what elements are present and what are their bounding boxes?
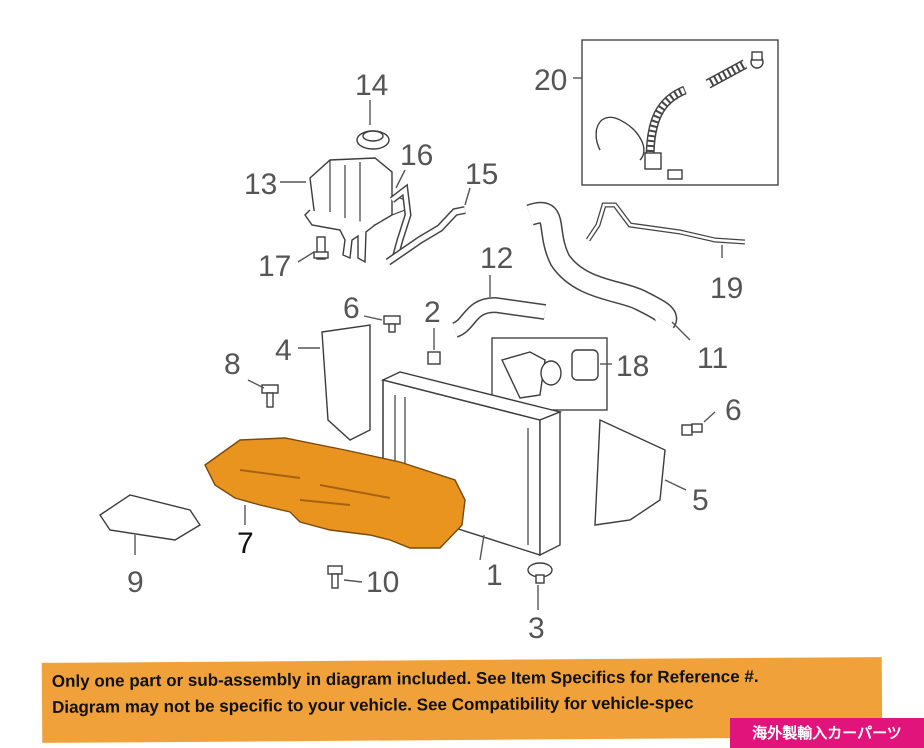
callout-10: 10 <box>366 566 399 599</box>
callout-18: 18 <box>616 350 649 383</box>
callout-20: 20 <box>534 64 567 97</box>
callout-15: 15 <box>465 158 498 191</box>
callout-17: 17 <box>258 250 291 283</box>
callout-16: 16 <box>400 139 433 172</box>
part-4-baffle <box>321 324 371 441</box>
callout-14: 14 <box>355 69 388 102</box>
part-3-grommet <box>527 562 553 584</box>
part-11-hose <box>526 201 678 329</box>
part-14-cap <box>356 130 390 150</box>
callout-6a: 6 <box>343 292 360 325</box>
callout-7: 7 <box>237 527 254 560</box>
part-5-baffle <box>594 418 666 526</box>
callout-2: 2 <box>424 296 441 329</box>
callout-4: 4 <box>275 334 292 367</box>
part-17-sensor <box>313 236 329 260</box>
part-19-line <box>585 202 746 245</box>
callout-13: 13 <box>244 168 277 201</box>
part-12-hose <box>451 296 547 338</box>
callout-1: 1 <box>486 559 503 592</box>
part-18-thermostat-kit <box>491 337 608 411</box>
part-2-plug <box>427 351 441 365</box>
callout-6b: 6 <box>725 394 742 427</box>
callout-8: 8 <box>224 348 241 381</box>
part-6a-clip <box>383 315 401 333</box>
part-20-hose-kit <box>581 39 779 186</box>
part-15-hose <box>385 206 466 266</box>
leader-lines <box>134 77 723 610</box>
callout-3: 3 <box>528 612 545 645</box>
part-8-clip <box>261 384 279 408</box>
callout-12: 12 <box>480 242 513 275</box>
shop-tag: 海外製輸入カーパーツ <box>730 718 924 748</box>
part-6b-clip <box>681 423 703 436</box>
parts-diagram: 1 2 3 4 5 6 6 7 8 9 10 11 12 13 14 15 16… <box>99 39 779 645</box>
part-16-hose <box>389 183 412 259</box>
callout-11: 11 <box>697 342 728 375</box>
callout-19: 19 <box>710 272 743 305</box>
part-7-shield-highlighted <box>204 437 466 549</box>
disclaimer-line-2: Diagram may not be specific to your vehi… <box>51 693 694 717</box>
callout-5: 5 <box>692 484 709 517</box>
callout-9: 9 <box>127 566 144 599</box>
part-9-plate <box>99 494 201 541</box>
part-10-bolt <box>327 565 343 589</box>
